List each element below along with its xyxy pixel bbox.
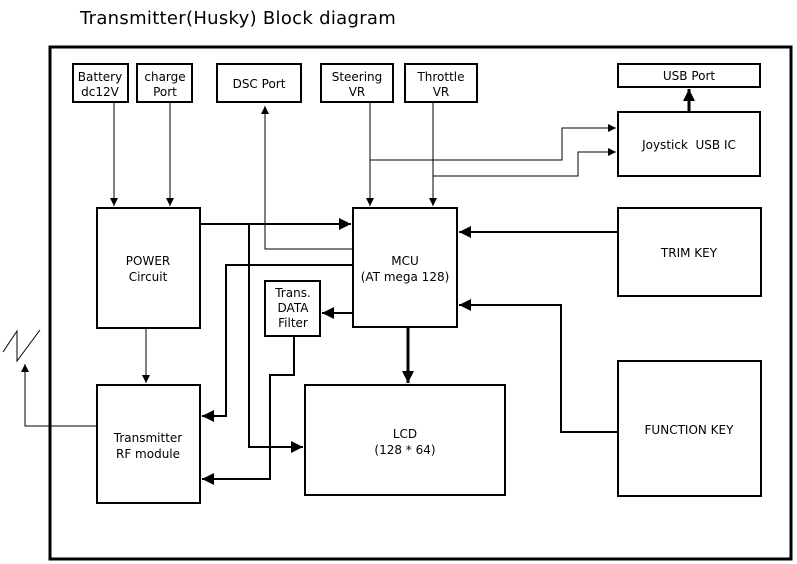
mcu-label: MCU(AT mega 128) — [361, 254, 450, 284]
function-key-label: FUNCTION KEY — [645, 423, 735, 437]
data-filter-block — [264, 280, 321, 337]
throttle-to-joystick-line — [433, 148, 616, 177]
usb-port-block — [617, 63, 761, 88]
power-to-lcd-line — [248, 224, 303, 453]
dsc-port-label: DSC Port — [233, 77, 286, 91]
rf-module-block — [96, 384, 201, 504]
antenna-icon — [2, 329, 41, 363]
diagram-title: Transmitter(Husky) Block diagram — [80, 8, 397, 29]
lcd-block — [304, 384, 506, 496]
steering-to-joystick-line — [370, 124, 616, 161]
filter-to-rf-line — [202, 336, 295, 485]
rf-to-antenna-line — [21, 364, 97, 427]
joystick-usb-ic-label: Joystick USB IC — [641, 138, 736, 152]
outer-frame — [48, 45, 793, 561]
charge-port-block — [136, 63, 193, 103]
usb-port-label: USB Port — [663, 69, 716, 83]
power-circuit-block — [96, 207, 201, 329]
function-to-mcu-line — [459, 299, 618, 433]
function-key-block — [617, 360, 762, 497]
steering-vr-block — [320, 63, 394, 103]
throttle-vr-block — [404, 63, 478, 103]
dsc-port-block — [216, 63, 302, 103]
mcu-to-rf-line — [202, 264, 353, 422]
mcu-to-dsc-line — [261, 106, 353, 250]
battery-block — [72, 63, 129, 103]
trim-key-label: TRIM KEY — [660, 246, 718, 260]
lcd-label: LCD(128 * 64) — [374, 427, 435, 457]
mcu-block — [352, 207, 458, 328]
trim-key-block — [617, 207, 762, 297]
